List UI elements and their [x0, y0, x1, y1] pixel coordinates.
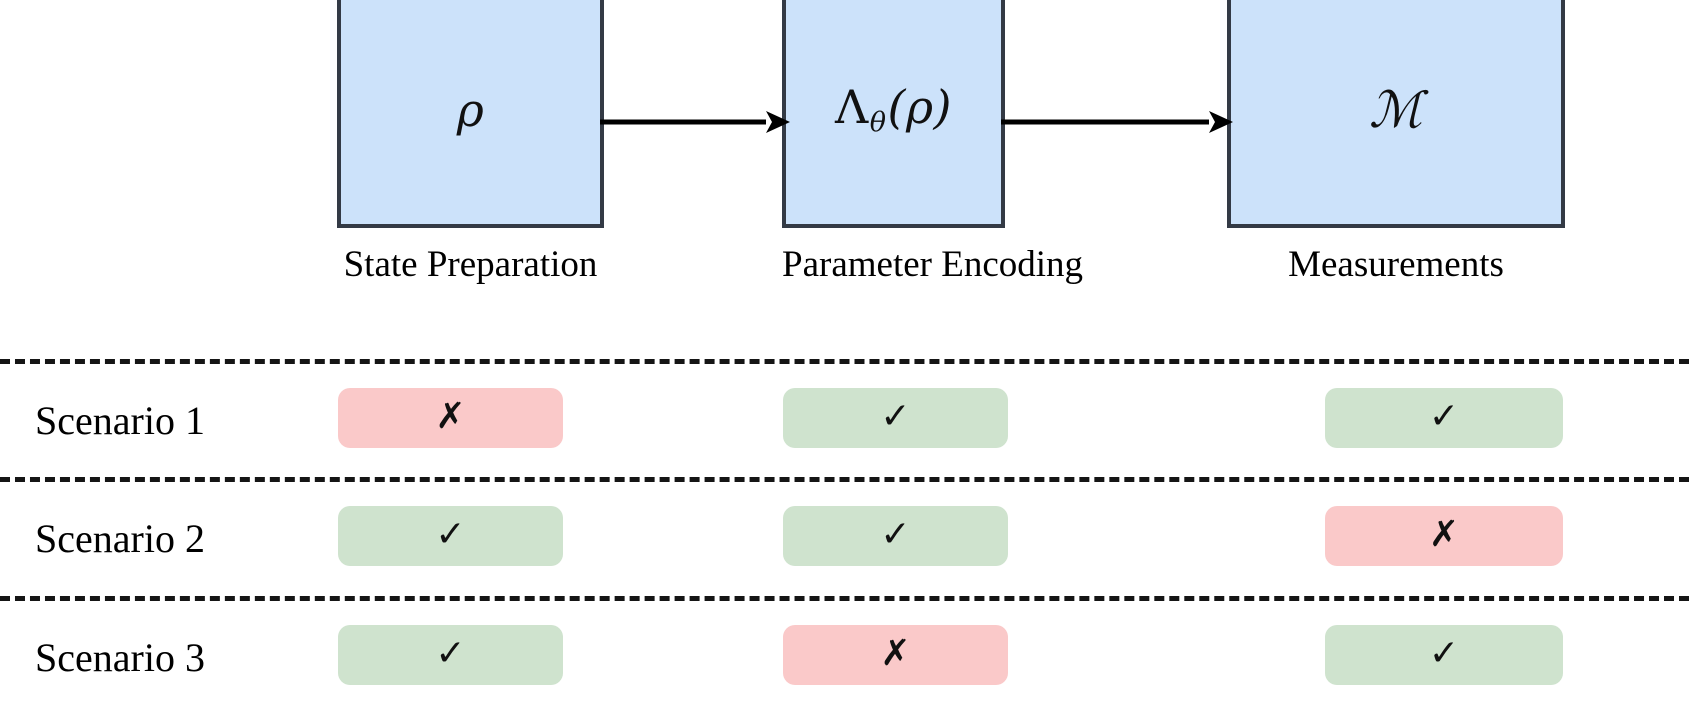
status-glyph: ✗	[880, 633, 911, 674]
arrow-encoding-to-measurements-icon	[1001, 110, 1233, 134]
scenario-label-1: Scenario 1	[35, 397, 205, 443]
status-badge-scenario2-measurements: ✗	[1325, 506, 1563, 566]
stage-label-parameter-encoding: Parameter Encoding	[782, 244, 1084, 285]
symbol-rho: ρ	[456, 83, 485, 137]
status-badge-scenario3-parameter-encoding: ✗	[783, 625, 1008, 685]
pipeline-box-parameter-encoding: Λθ(ρ)	[782, 0, 1005, 228]
symbol-lambda-theta-rho: Λθ(ρ)	[835, 80, 952, 138]
status-badge-scenario1-measurements: ✓	[1325, 388, 1563, 448]
table-row: Scenario 2 ✓ ✓ ✗	[0, 479, 1689, 597]
status-glyph: ✗	[435, 396, 466, 437]
status-glyph: ✗	[1428, 514, 1460, 555]
row-divider-top	[0, 359, 1689, 364]
scenario-label-3: Scenario 3	[35, 634, 205, 680]
pipeline-box-state-preparation: ρ	[337, 0, 604, 228]
pipeline-box-measurements: ℳ	[1227, 0, 1565, 228]
status-glyph: ✓	[435, 633, 466, 674]
status-badge-scenario2-state-preparation: ✓	[338, 506, 563, 566]
row-divider-middle	[0, 477, 1689, 482]
status-glyph: ✓	[880, 396, 911, 437]
table-row: Scenario 3 ✓ ✗ ✓	[0, 598, 1689, 716]
status-badge-scenario3-state-preparation: ✓	[338, 625, 563, 685]
arrow-state-to-encoding-icon	[600, 110, 790, 134]
status-glyph: ✓	[1428, 633, 1460, 674]
row-divider-bottom	[0, 596, 1689, 601]
scenario-label-2: Scenario 2	[35, 515, 205, 561]
symbol-script-m: ℳ	[1369, 81, 1423, 139]
status-glyph: ✓	[880, 514, 911, 555]
status-badge-scenario3-measurements: ✓	[1325, 625, 1563, 685]
table-row: Scenario 1 ✗ ✓ ✓	[0, 361, 1689, 479]
status-badge-scenario1-state-preparation: ✗	[338, 388, 563, 448]
status-glyph: ✓	[435, 514, 466, 555]
status-badge-scenario1-parameter-encoding: ✓	[783, 388, 1008, 448]
stage-label-state-preparation: State Preparation	[343, 244, 598, 285]
status-badge-scenario2-parameter-encoding: ✓	[783, 506, 1008, 566]
status-glyph: ✓	[1428, 396, 1460, 437]
stage-label-measurements: Measurements	[1288, 244, 1504, 285]
